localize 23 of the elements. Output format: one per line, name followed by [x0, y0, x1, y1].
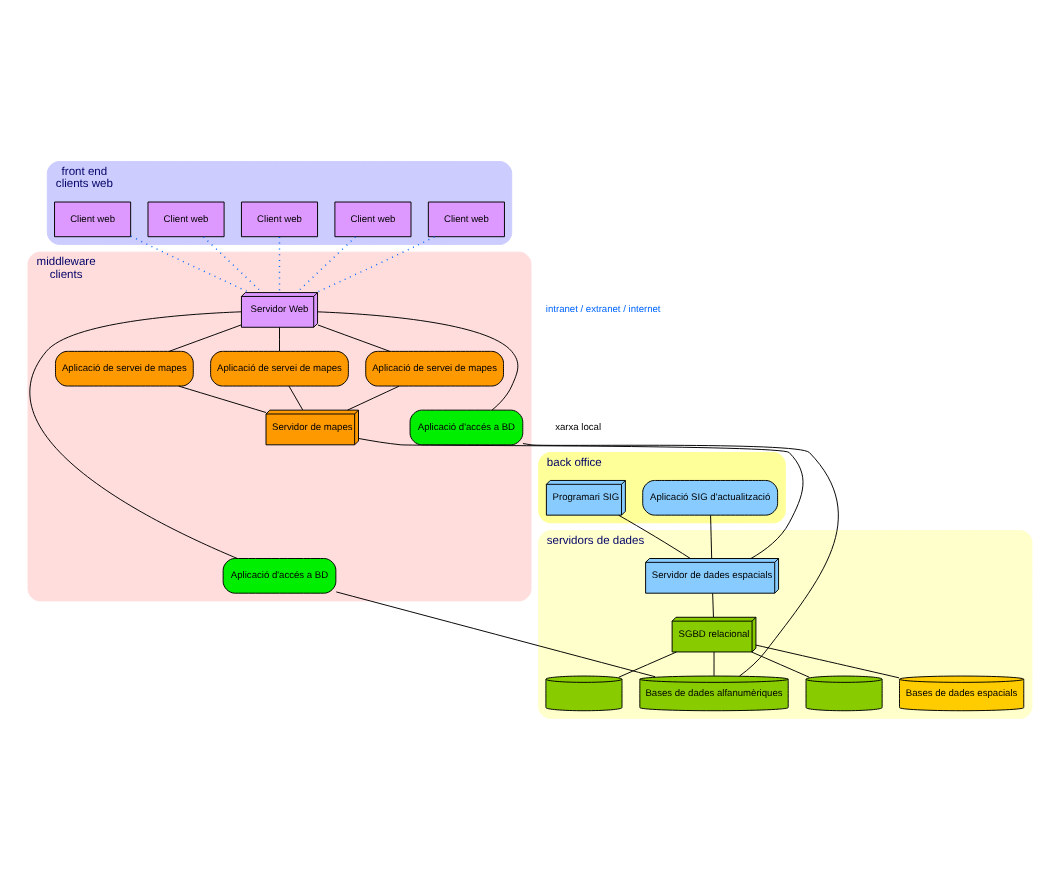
connector — [29, 310, 242, 558]
connector — [347, 384, 400, 410]
connector — [168, 323, 242, 351]
connector — [618, 513, 691, 558]
connector — [335, 590, 656, 677]
connector — [618, 650, 677, 677]
connector — [178, 384, 267, 412]
connector — [315, 235, 436, 293]
connector — [712, 591, 714, 617]
connector — [202, 235, 263, 293]
connector — [278, 235, 281, 293]
connector — [296, 235, 357, 293]
connector — [288, 384, 304, 410]
connector — [522, 442, 839, 676]
connector — [358, 436, 804, 558]
connector — [317, 323, 391, 351]
connector — [751, 650, 810, 677]
connector — [713, 650, 715, 676]
connector — [317, 310, 519, 410]
connector — [130, 234, 251, 293]
connector — [755, 643, 900, 678]
connector — [710, 513, 713, 558]
connector — [279, 325, 280, 351]
